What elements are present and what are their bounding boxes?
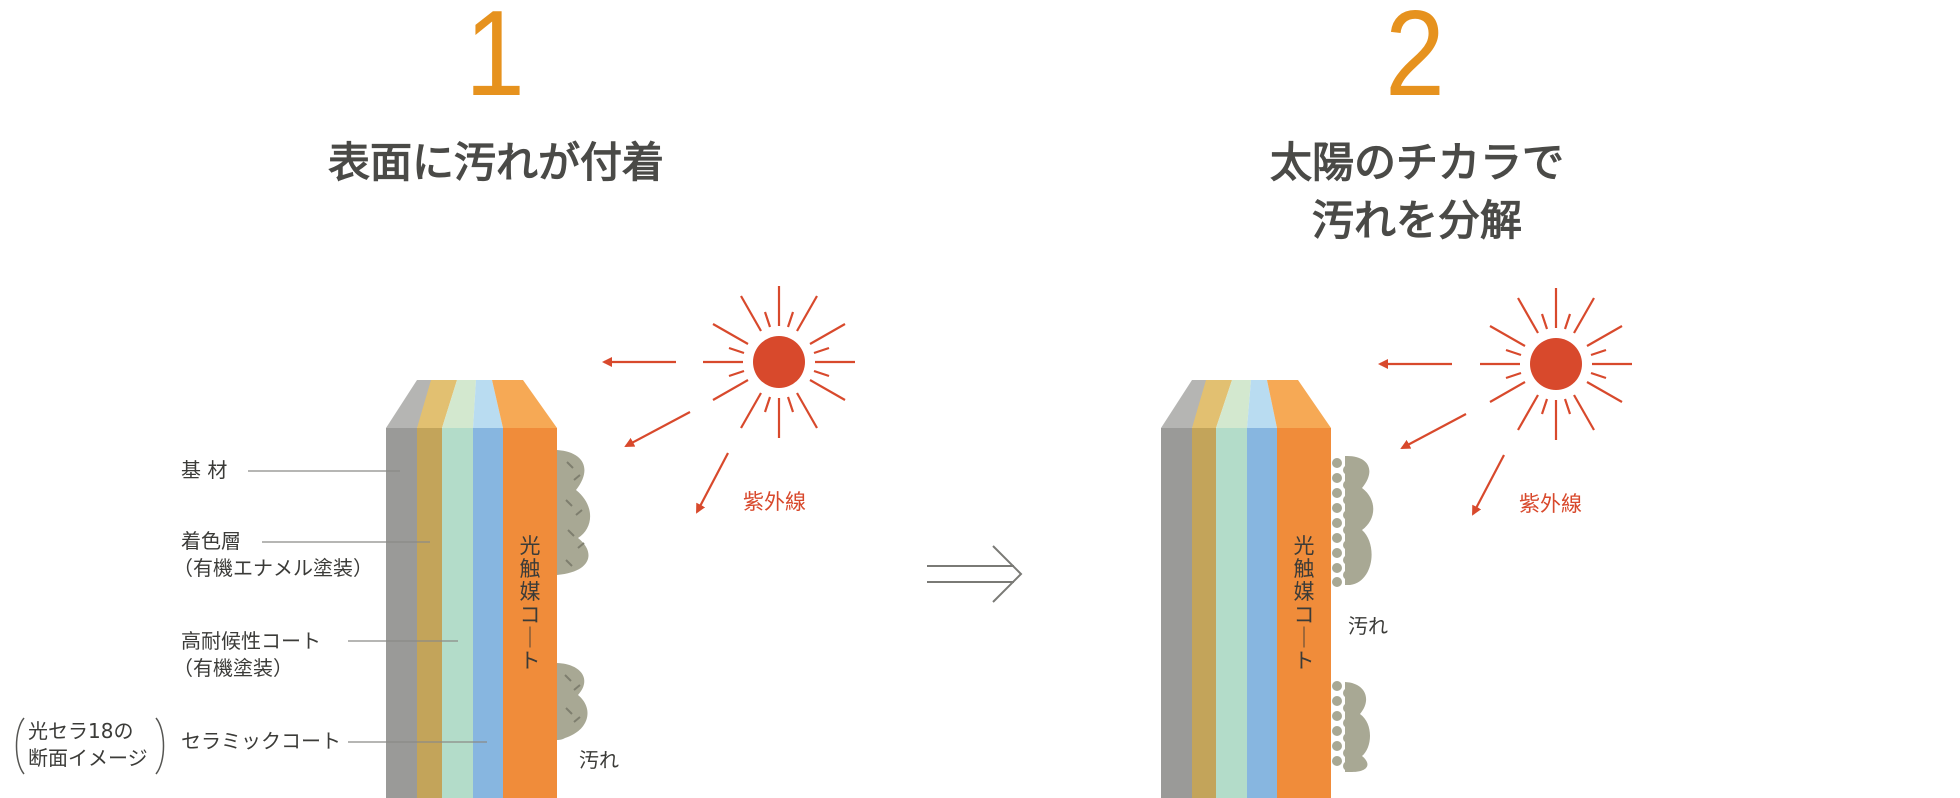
- step-2-layer-weather: [1216, 428, 1247, 798]
- layer-label-color-line-2: （有機エナメル塗装）: [173, 556, 373, 580]
- step-1-layer-weather: [442, 428, 473, 798]
- step-1-cross-section: [386, 380, 557, 798]
- step-1-bevel: [386, 380, 557, 428]
- step-2-coat-label-char: コ: [1293, 603, 1315, 627]
- step-2-number: 2: [1385, 0, 1445, 121]
- step-2-uv-arrows: [1378, 359, 1505, 516]
- step-2-uv-label: 紫外線: [1519, 492, 1582, 516]
- layer-label-ceramic-text: セラミックコート: [181, 729, 341, 753]
- step-2-dirt-label: 汚れ: [1348, 614, 1388, 638]
- step-2-layer-substrate: [1161, 428, 1192, 798]
- step-2-sun-icon: [1480, 288, 1632, 440]
- step-2-coat-label-char: 触: [1293, 557, 1315, 581]
- step-1-coat-label-char: コ: [519, 603, 541, 627]
- step-2-layer-photocatalyst: [1277, 428, 1331, 798]
- step-2-title-line-1: 太陽のチカラで: [1269, 138, 1564, 187]
- step-1-number: 1: [465, 0, 525, 121]
- layer-label-ceramic: セラミックコート: [181, 728, 341, 755]
- step-1-title: 表面に汚れが付着: [196, 134, 796, 192]
- step-1-coat-label-char: ト: [519, 649, 541, 673]
- step-1-coat-label-char: 媒: [519, 580, 541, 604]
- step-2-coat-label-char: ト: [1293, 649, 1315, 673]
- layer-label-weather-line-2: （有機塗装）: [173, 656, 293, 680]
- step-2-title: 太陽のチカラで 汚れを分解: [1117, 134, 1717, 250]
- step-1-layer-substrate: [386, 428, 417, 798]
- step-1-layer-color: [417, 428, 442, 798]
- layer-label-color-line-1: 着色層: [181, 529, 241, 553]
- step-1-coat-label: 光触媒コ｜ト: [517, 535, 543, 673]
- step-2-bevel: [1161, 380, 1331, 428]
- layer-label-substrate: 基 材: [181, 457, 227, 484]
- step-2-dirt: [1332, 455, 1374, 772]
- step-1-uv-label: 紫外線: [743, 490, 806, 514]
- step-1-uv-arrows: [602, 357, 729, 514]
- step-2-cross-section: [1161, 380, 1331, 798]
- step-1-coat-label-char: 光: [519, 534, 541, 558]
- step-2-coat-label-char: 媒: [1293, 580, 1315, 604]
- double-arrow-right-icon: [927, 545, 1023, 603]
- layer-label-color: 着色層 （有機エナメル塗装）: [173, 528, 373, 582]
- cross-section-badge-line-1: 光セラ18の: [28, 719, 134, 743]
- step-1-layer-photocatalyst: [503, 428, 557, 798]
- step-2-layer-ceramic: [1247, 428, 1277, 798]
- cross-section-badge-brackets: [15, 717, 165, 775]
- step-1-coat-label-char: ｜: [519, 626, 541, 650]
- step-1-sun-icon: [703, 286, 855, 438]
- step-2-title-line-2: 汚れを分解: [1311, 196, 1522, 245]
- step-2-layer-color: [1192, 428, 1216, 798]
- layer-label-weather-line-1: 高耐候性コート: [181, 629, 321, 653]
- layer-label-substrate-text: 基 材: [181, 458, 228, 482]
- layer-leader-lines: [248, 470, 487, 743]
- step-1-title-line: 表面に汚れが付着: [327, 138, 664, 187]
- step-2-coat-label-char: ｜: [1293, 626, 1315, 650]
- step-2-coat-label-char: 光: [1293, 534, 1315, 558]
- layer-label-weather: 高耐候性コート （有機塗装）: [173, 628, 321, 682]
- cross-section-badge-line-2: 断面イメージ: [28, 746, 148, 770]
- step-1-dirt-label: 汚れ: [579, 748, 619, 772]
- step-1-layer-ceramic: [473, 428, 503, 798]
- step-1-dirt: [557, 450, 591, 740]
- step-1-coat-label-char: 触: [519, 557, 541, 581]
- cross-section-badge: 光セラ18の 断面イメージ: [12, 714, 164, 778]
- step-2-coat-label: 光触媒コ｜ト: [1291, 535, 1317, 673]
